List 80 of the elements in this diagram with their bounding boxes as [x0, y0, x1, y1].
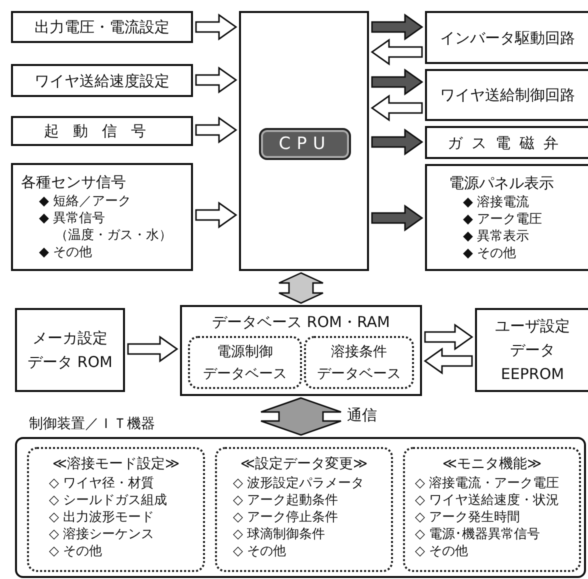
node-label: データ ROM [28, 352, 112, 373]
list-item: ◆ アーク電圧 [462, 211, 544, 228]
block-arrow [370, 38, 423, 66]
node-label: データベース ROM・RAM [212, 312, 390, 332]
list-item: ◇ ワイヤ送給速度・状況 [414, 492, 560, 509]
output-box [425, 69, 588, 121]
eeprom-box [475, 308, 588, 392]
block-arrow [278, 272, 324, 304]
list-item: ◇ アーク発生時間 [414, 509, 522, 526]
list-item: ◆ 短絡／アーク [38, 193, 132, 210]
block-arrow [424, 348, 473, 374]
list-item: ◆ 異常表示 [462, 228, 530, 245]
database-section [304, 336, 414, 389]
list-item: ◆ その他 [462, 245, 518, 262]
list-item: ◆ 溶接電流 [462, 194, 530, 211]
rom-box [15, 308, 125, 392]
node-label: データベース [203, 364, 287, 384]
edge-label: 通信 [347, 406, 377, 425]
display-box [425, 164, 588, 271]
input-box [11, 11, 193, 43]
node-label: 溶接条件 [331, 342, 387, 362]
node-label: ガス電磁弁 [448, 132, 568, 152]
list-item: ◇ 電源･機器異常信号 [414, 526, 542, 543]
block-arrow [195, 14, 238, 40]
node-label: データ [510, 340, 555, 361]
list-item: ◇ その他 [232, 543, 288, 560]
list-item: ◆ その他 [38, 244, 94, 261]
list-item: ◇ アーク起動条件 [232, 492, 340, 509]
cpu-frame [239, 11, 369, 271]
function-panel [215, 447, 393, 572]
list-item: ◇ 球滴制御条件 [232, 526, 326, 543]
output-box [425, 11, 588, 64]
node-label: 電源制御 [217, 342, 273, 362]
node-label: データベース [317, 364, 401, 384]
list-item: ◇ その他 [414, 543, 470, 560]
cpu-chip [259, 128, 351, 160]
node-label: 各種センサ信号 [21, 172, 127, 193]
sensor-box [11, 163, 193, 271]
node-label: EEPROM [500, 364, 564, 385]
node-label: インバータ駆動回路 [440, 28, 575, 48]
list-item: ◇ アーク停止条件 [232, 509, 340, 526]
node-label: CPU [278, 134, 332, 154]
block-arrow [260, 397, 342, 436]
block-arrow [370, 94, 423, 122]
list-item: ◆ 異常信号 [38, 210, 106, 227]
list-item: ◇ 波形設定パラメータ [232, 475, 366, 492]
node-label: ≪設定データ変更≫ [239, 455, 369, 474]
block-arrow [195, 116, 238, 144]
node-label: メーカ設定 [32, 328, 108, 349]
list-item: ◇ 出力波形モード [48, 509, 156, 526]
block-arrow [371, 14, 424, 40]
block-arrow [371, 68, 424, 96]
block-arrow [371, 128, 424, 156]
block-arrow [127, 336, 178, 362]
node-label: 出力電圧・電流設定 [34, 17, 170, 37]
list-item: ◇ その他 [48, 543, 104, 560]
node-label: ワイヤ送給制御回路 [440, 85, 575, 105]
list-item: （温度・ガス・水） [54, 227, 173, 244]
list-item: ◇ 溶接シーケンス [48, 526, 156, 543]
node-label: ≪モニタ機能≫ [441, 455, 543, 474]
node-label: ユーザ設定 [495, 316, 570, 337]
block-arrow [195, 66, 238, 94]
function-panel [27, 447, 205, 572]
block-arrow [195, 202, 238, 228]
database-box [180, 305, 422, 396]
input-box [11, 116, 193, 146]
node-label: 電源パネル表示 [448, 173, 555, 194]
block-arrow [424, 324, 474, 350]
output-box [425, 126, 588, 159]
list-item: ◇ ワイヤ径・材質 [48, 475, 156, 492]
function-panel [403, 447, 581, 572]
node-label: ワイヤ送給速度設定 [34, 70, 170, 90]
group-heading: 制御装置／ＩＴ機器 [29, 415, 155, 433]
database-section [188, 336, 302, 389]
list-item: ◇ シールドガス組成 [48, 492, 168, 509]
input-box [11, 64, 193, 97]
block-arrow [371, 204, 424, 232]
node-label: 起動信号 [44, 121, 160, 141]
list-item: ◇ 溶接電流・アーク電圧 [414, 475, 560, 492]
node-label: ≪溶接モード設定≫ [51, 455, 181, 474]
